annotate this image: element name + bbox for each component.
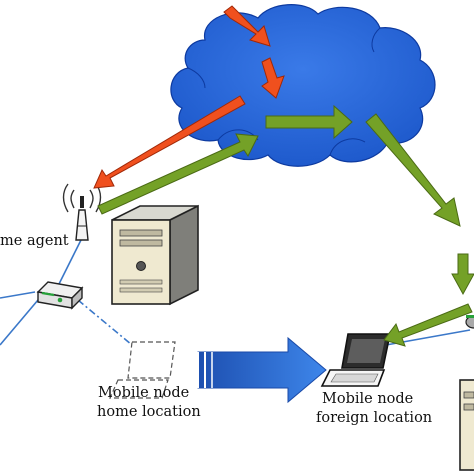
laptop-icon — [109, 341, 176, 399]
movement-arrow — [197, 336, 327, 404]
antenna-icon — [62, 183, 102, 241]
router-icon — [36, 281, 84, 310]
green-arrow-4 — [451, 253, 474, 296]
red-arrow-3 — [93, 95, 246, 189]
red-arrow-2 — [261, 57, 285, 99]
green-arrow-2 — [265, 104, 353, 140]
link-router-left-lower — [0, 299, 39, 346]
link-router-left-upper — [0, 291, 36, 299]
router-icon — [465, 315, 474, 329]
green-arrow-3 — [365, 113, 461, 227]
red-arrows — [93, 5, 285, 189]
red-arrow-1 — [223, 5, 271, 47]
server-icon — [459, 379, 474, 471]
mobile-home-line1: Mobile node — [98, 385, 190, 401]
green-arrows — [97, 104, 474, 347]
home-agent-label: me agent — [0, 233, 69, 249]
link-antenna-router — [54, 237, 83, 293]
mobile-home-line2: home location — [97, 404, 201, 420]
blue-arrow — [197, 336, 327, 404]
laptop-icon — [320, 333, 391, 387]
server-icon — [111, 204, 199, 306]
green-arrow-1 — [97, 133, 259, 215]
green-arrow-5 — [383, 303, 473, 347]
mobile-foreign-line2: foreign location — [316, 410, 433, 426]
mobile-foreign-line1: Mobile node — [322, 391, 414, 407]
link-router-laptop — [77, 299, 133, 346]
